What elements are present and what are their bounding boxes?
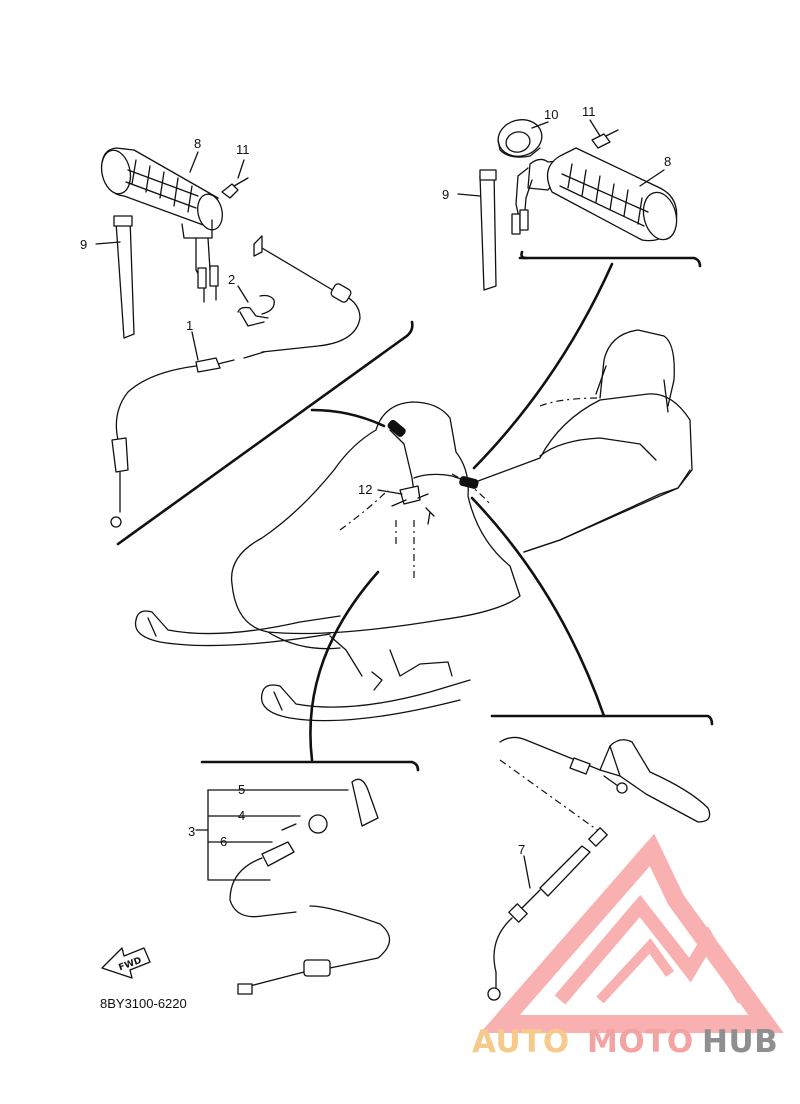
snowmobile-illustration [134, 329, 693, 722]
callout-3: 3 [188, 824, 195, 839]
callout-8-left: 8 [194, 136, 201, 151]
callout-1: 1 [186, 318, 193, 333]
watermark-moto: MOTO [587, 1024, 694, 1060]
watermark-text: AUTO MOTO HUB [472, 1024, 778, 1060]
callout-9-left: 9 [80, 237, 87, 252]
watermark-auto: AUTO [472, 1024, 570, 1060]
watermark-logo-icon [480, 833, 784, 1033]
callout-5: 5 [238, 782, 245, 797]
callout-6: 6 [220, 834, 227, 849]
callout-11-right: 11 [582, 104, 596, 119]
brake-lever-assembly [487, 736, 711, 1001]
callout-4: 4 [238, 808, 245, 823]
part-code: 8BY3100-6220 [100, 996, 187, 1011]
left-grip-assembly [100, 147, 361, 528]
callout-7: 7 [518, 842, 525, 857]
watermark-hub: HUB [702, 1024, 778, 1060]
callout-9-right: 9 [442, 187, 449, 202]
fwd-arrow: FWD [101, 947, 151, 979]
leader-lines [116, 250, 714, 772]
callout-11-left: 11 [236, 142, 250, 157]
right-grip-assembly [479, 119, 678, 291]
callout-12: 12 [358, 482, 372, 497]
callout-10: 10 [544, 107, 558, 122]
callout-2: 2 [228, 272, 235, 287]
choke-cable-assembly [195, 778, 391, 995]
callout-8-right: 8 [664, 154, 671, 169]
callout-labels: 8 11 9 2 1 10 11 8 9 12 5 4 3 6 7 [80, 104, 671, 889]
